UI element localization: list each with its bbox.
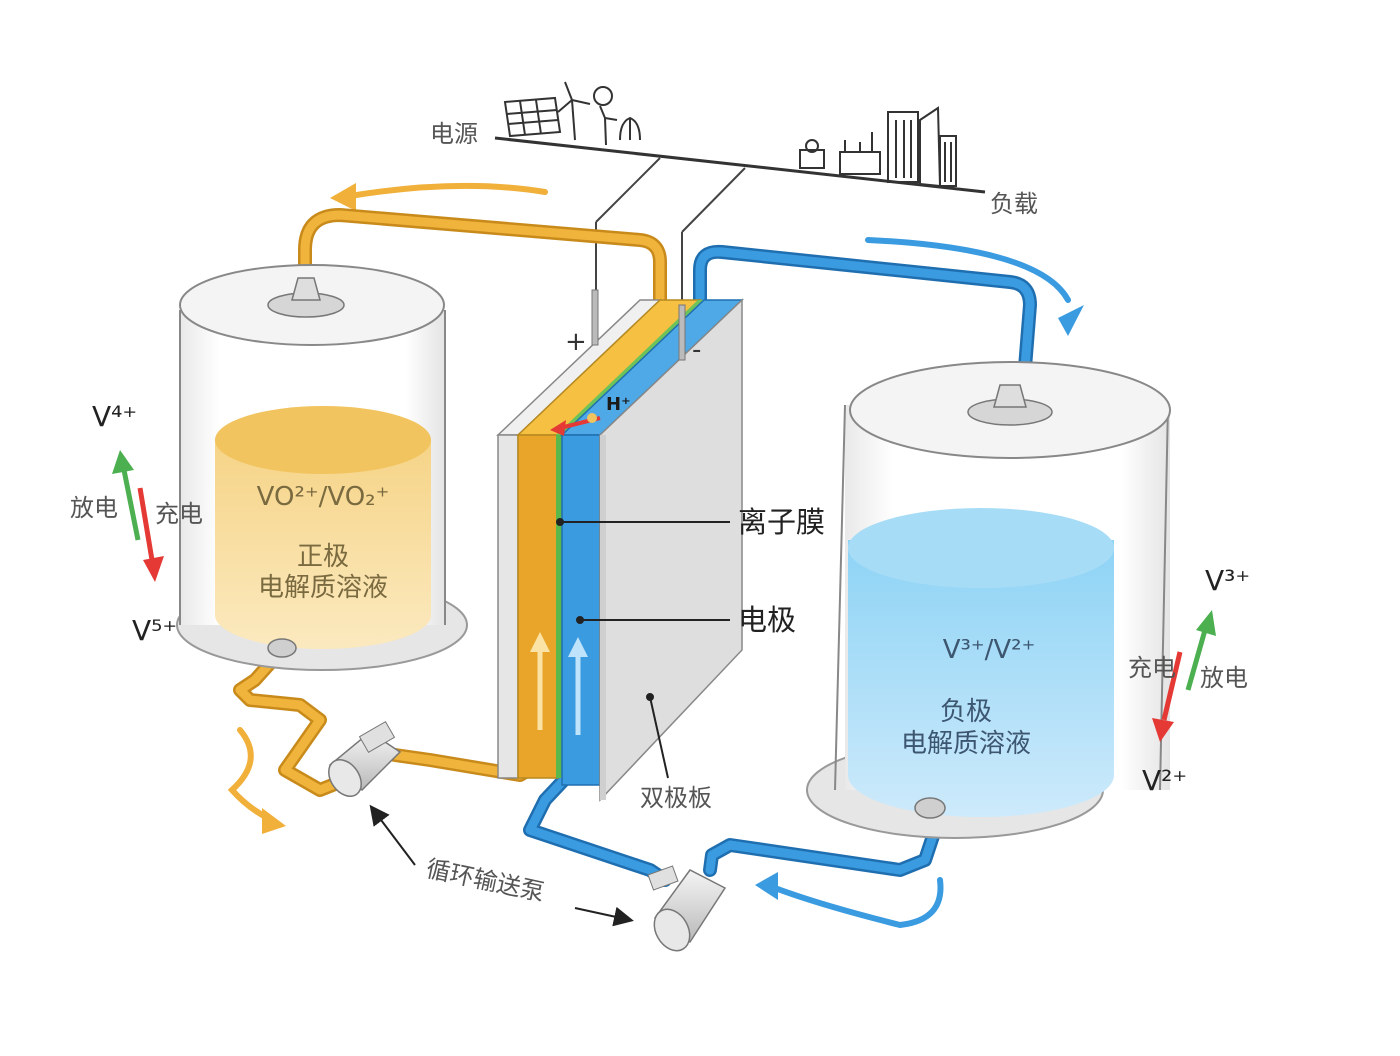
positive-ion-arrows: [112, 450, 164, 582]
wind-turbine-icon: [557, 81, 641, 146]
ion-membrane-label: 离子膜: [738, 505, 825, 539]
negative-name-line2: 电解质溶液: [901, 729, 1031, 759]
positive-tank: [176, 264, 468, 671]
positive-bottom-ion: V⁵⁺: [132, 614, 177, 647]
negative-pump: [647, 865, 727, 952]
positive-flow-arrow-top: [330, 182, 548, 211]
positive-name-line2: 电解质溶液: [258, 573, 388, 603]
negative-discharge-label: 放电: [1200, 664, 1248, 692]
negative-flow-arrow-top: [865, 237, 1084, 336]
positive-terminal-sign: +: [565, 327, 587, 357]
negative-pipe: [523, 244, 1037, 887]
negative-couple-label: V³⁺/V²⁺: [943, 635, 1036, 665]
positive-discharge-label: 放电: [70, 494, 118, 522]
positive-pump: [328, 721, 402, 797]
city-buildings-icon: [887, 106, 957, 188]
negative-terminal-sign: -: [692, 335, 701, 365]
positive-couple-label: VO²⁺/VO₂⁺: [257, 482, 390, 512]
load-label: 负载: [990, 190, 1038, 218]
positive-charge-label: 充电: [155, 500, 203, 528]
power-source-label: 电源: [430, 120, 478, 148]
proton-label: H⁺: [606, 394, 631, 415]
negative-name-line1: 负极: [940, 697, 992, 727]
positive-name-line1: 正极: [297, 542, 349, 572]
negative-top-ion: V³⁺: [1205, 564, 1250, 597]
leader-lines: [369, 518, 730, 927]
bipolar-plate-label: 双极板: [640, 784, 712, 812]
negative-charge-label: 充电: [1128, 654, 1176, 682]
negative-tank: [806, 361, 1171, 839]
solar-panel-icon: [503, 96, 562, 138]
electrode-label: 电极: [738, 603, 796, 637]
cell-stack: [496, 289, 744, 802]
circulation-pump-label: 循环输送泵: [424, 854, 547, 906]
positive-top-ion: V⁴⁺: [92, 400, 137, 433]
positive-flow-arrow-bottom: [227, 727, 286, 834]
negative-ion-arrows: [1152, 610, 1216, 742]
negative-bottom-ion: V²⁺: [1142, 764, 1187, 797]
negative-flow-arrow-bottom: [755, 872, 944, 929]
factory-icon: [799, 132, 881, 175]
